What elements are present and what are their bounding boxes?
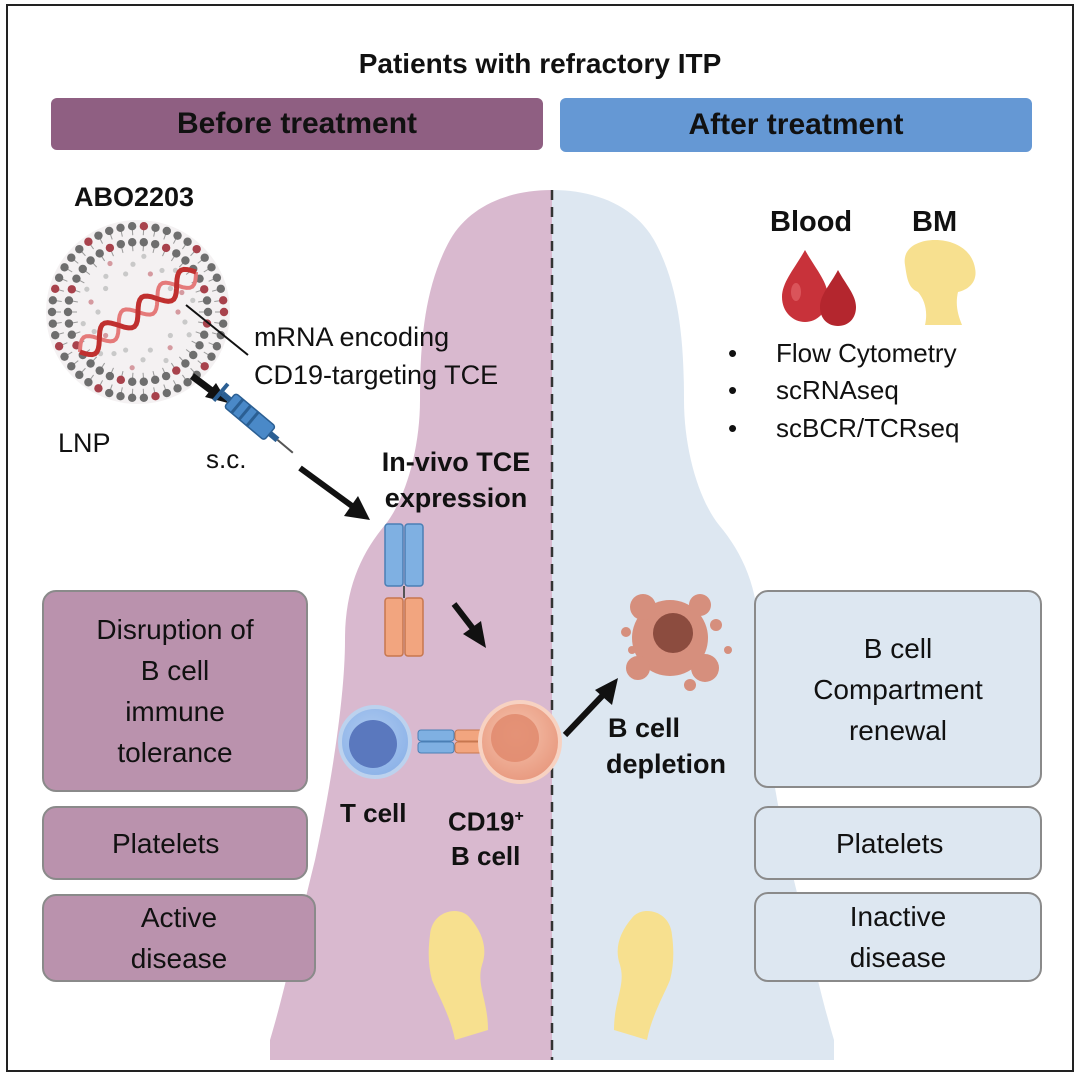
platelets-after-box: Platelets [754,806,1042,880]
arrow-to-tce-icon [298,465,370,520]
immune-tolerance-box: Disruption of B cell immune tolerance [42,590,308,792]
method-scrnaseq: scRNAseq [728,375,899,406]
tolerance-line2: B cell [140,655,210,686]
lnp-particle-icon [46,220,230,404]
route-label: s.c. [206,444,247,474]
arrow-tce-to-synapse-icon [451,602,486,648]
depletion-line2: depletion [606,749,726,779]
mrna-label: mRNA encoding [254,322,450,352]
t-cell-label: T cell [340,798,407,828]
b-cell-icon [478,700,562,784]
renewal-line1: B cell [863,632,933,664]
renewal-line2: Compartment [813,673,983,705]
arrow-to-depletion-icon [562,678,618,738]
platelets-after-label: Platelets [836,827,944,859]
platelets-before-box: Platelets [42,806,308,880]
b-cell-label-line2: B cell [451,840,521,871]
tolerance-line4: tolerance [117,737,233,768]
tolerance-line3: immune [125,696,225,727]
b-cell-label-cd19: CD19 [448,806,515,837]
t-cell-icon [338,705,412,779]
lnp-label: LNP [58,428,111,458]
b-cell-depletion-label: B cell depletion [606,710,726,782]
pelvis-bone-icon [428,911,674,1040]
inactive-disease-line2: disease [849,942,947,973]
bone-marrow-icon [904,240,976,325]
before-treatment-label: Before treatment [176,107,418,140]
platelets-before-label: Platelets [112,827,220,859]
tce-expression-line2: expression [384,483,528,513]
tce-expression-label: In-vivo TCE expression [368,444,544,516]
method-scbcr-tcrseq: scBCR/TCRseq [728,413,960,444]
after-treatment-label: After treatment [688,108,904,141]
b-cell-label: CD19+ B cell [448,800,524,873]
arrow-lnp-to-syringe-icon [189,373,228,403]
drug-name: ABO2203 [74,182,195,212]
active-disease-line2: disease [130,943,228,974]
tce-molecule-icon [384,523,424,657]
method-flow-cytometry: Flow Cytometry [728,338,956,369]
mrna-target-label: CD19-targeting TCE [254,360,499,390]
compartment-renewal-box: B cell Compartment renewal [754,590,1042,788]
apoptotic-b-cell-icon [621,594,732,691]
after-treatment-banner: After treatment [560,98,1032,152]
before-treatment-banner: Before treatment [51,98,543,150]
b-cell-label-sup: + [514,808,524,825]
mrna-pointer-line [185,304,249,356]
active-disease-line1: Active [140,902,218,933]
inactive-disease-box: Inactive disease [754,892,1042,982]
figure-title: Patients with refractory ITP [358,48,722,79]
tce-expression-line1: In-vivo TCE [381,447,531,477]
bm-label: BM [912,206,958,238]
blood-label: Blood [770,206,853,238]
blood-drop-icon [782,250,856,326]
active-disease-box: Active disease [42,894,316,982]
figure-border [6,4,1074,1072]
renewal-line3: renewal [848,714,948,746]
syringe-icon [212,382,294,454]
inactive-disease-line1: Inactive [849,901,947,932]
depletion-line1: B cell [608,713,681,743]
tolerance-line1: Disruption of [96,614,254,645]
